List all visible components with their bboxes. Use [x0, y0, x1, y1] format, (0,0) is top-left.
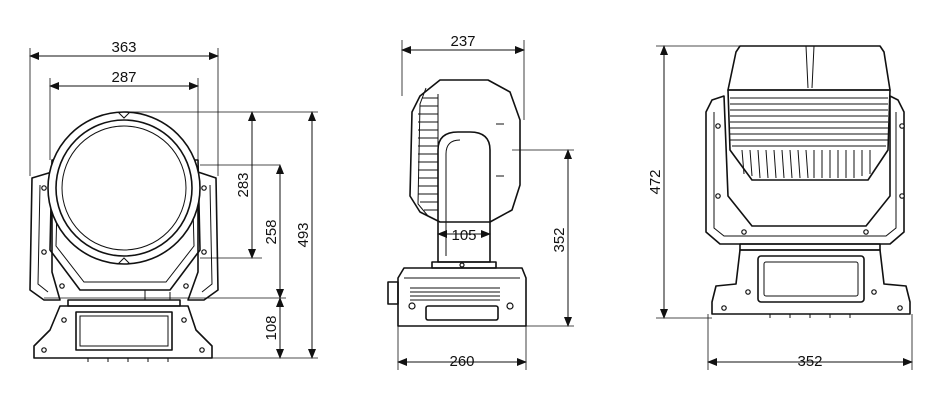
side-head-fins: [418, 94, 439, 214]
dim-side-pivot-height: 352: [551, 227, 568, 252]
dim-front-overall-height: 493: [295, 222, 312, 247]
side-yoke-arm: [437, 131, 491, 263]
front-base-display: [75, 311, 173, 351]
dim-side-arm-width: 105: [451, 227, 476, 244]
side-head-shell: [409, 79, 521, 223]
dim-rear-base-width: 352: [797, 353, 822, 370]
rear-base-panel: [757, 255, 865, 303]
dim-front-base-height: 108: [263, 315, 280, 340]
rear-base: [711, 249, 911, 315]
dim-side-head-depth: 237: [450, 33, 475, 50]
dim-front-overall-width: 363: [111, 39, 136, 56]
dim-front-head-height: 283: [235, 172, 252, 197]
front-lens-middle-ring: [55, 119, 193, 257]
front-lens-outer-ring: [47, 111, 201, 265]
rear-top-cover: [727, 45, 891, 91]
front-yoke-left-arm: [29, 171, 61, 301]
dim-rear-overall-height: 472: [647, 169, 664, 194]
dim-front-yoke-height: 258: [263, 219, 280, 244]
side-base: [397, 267, 527, 327]
rear-yoke: [705, 95, 905, 245]
rear-head-fins: [741, 149, 871, 179]
side-view: 237 105 352 260: [387, 33, 574, 370]
dim-front-lens-width: 287: [111, 69, 136, 86]
front-view: 363 287 283 258 108 493: [29, 39, 318, 362]
front-yoke-right-arm: [187, 171, 219, 301]
rear-view: 472 352: [647, 45, 913, 370]
dim-side-base-depth: 260: [449, 353, 474, 370]
rear-head-body: [727, 89, 891, 181]
front-lens: [61, 125, 187, 251]
